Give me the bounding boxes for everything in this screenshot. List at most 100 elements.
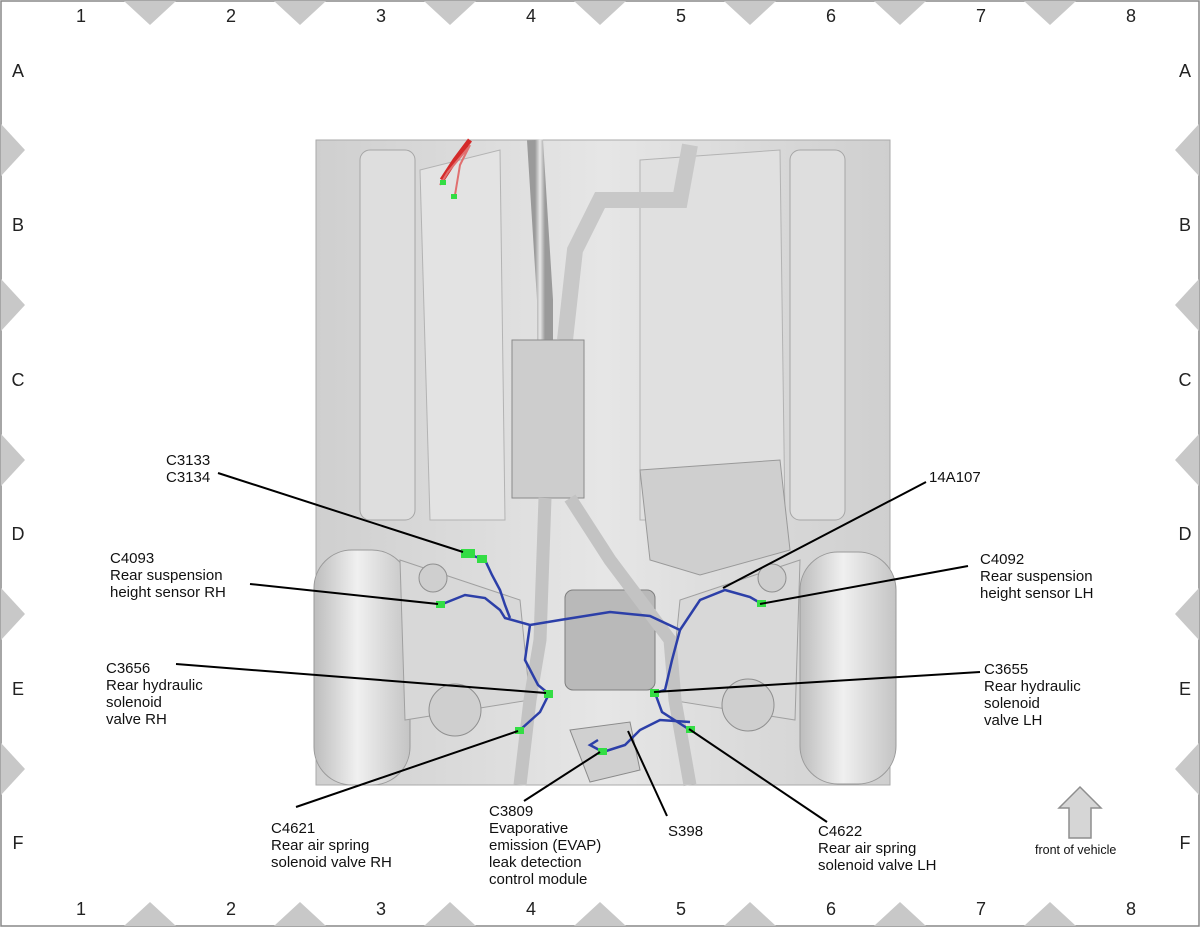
spring-seat-rh xyxy=(428,683,482,737)
tire-rh xyxy=(313,549,411,786)
callout-c4093: C4093 Rear suspension height sensor RH xyxy=(110,550,226,601)
grid-row-e-left: E xyxy=(11,679,24,699)
grid-col-2-top: 2 xyxy=(225,6,236,26)
grid-marker-top-6 xyxy=(874,1,926,25)
leader-c4093 xyxy=(249,583,439,605)
callout-14a107: 14A107 xyxy=(929,469,981,486)
fuel-tank xyxy=(639,459,791,576)
grid-marker-bottom-2 xyxy=(274,902,326,926)
leader-lines xyxy=(175,472,981,823)
harness-branch-rh xyxy=(519,624,551,731)
grid-marker-left-2 xyxy=(1,279,25,331)
callout-c4622: C4622 Rear air spring solenoid valve LH xyxy=(818,823,937,874)
grid-marker-right-4 xyxy=(1175,588,1199,640)
grid-row-c-left: C xyxy=(11,370,25,390)
callout-c3655: C3655 Rear hydraulic solenoid valve LH xyxy=(984,661,1081,729)
leader-c3656 xyxy=(175,663,547,694)
harness-main xyxy=(439,588,763,632)
grid-col-5-top: 5 xyxy=(675,6,686,26)
grid-row-f-left: F xyxy=(12,833,24,853)
leader-14a107 xyxy=(722,481,927,589)
grid-marker-top-7 xyxy=(1024,1,1076,25)
connector-c3809 xyxy=(598,748,607,755)
leader-c4621 xyxy=(295,730,519,808)
callout-c3809: C3809 Evaporative emission (EVAP) leak d… xyxy=(489,803,602,888)
grid-marker-top-3 xyxy=(424,1,476,25)
grid-row-a-right: A xyxy=(1178,61,1191,81)
grid-col-8-bottom: 8 xyxy=(1125,899,1136,919)
grid-marker-top-2 xyxy=(274,1,326,25)
grid-col-4-bottom: 4 xyxy=(525,899,536,919)
grid-col-1-bottom: 1 xyxy=(75,899,86,919)
grid-col-7-top: 7 xyxy=(975,6,986,26)
connector-marker-red-2 xyxy=(451,194,457,199)
connector-c4621 xyxy=(515,727,524,734)
leader-c4622 xyxy=(688,728,828,823)
grid-marker-bottom-6 xyxy=(874,902,926,926)
leader-c3809 xyxy=(523,751,601,802)
grid-marker-bottom-7 xyxy=(1024,902,1076,926)
floor-panel-rh xyxy=(419,149,506,521)
tailpipe-lh xyxy=(564,494,697,787)
grid-marker-bottom-4 xyxy=(574,902,626,926)
grid-col-1-top: 1 xyxy=(75,6,86,26)
grid-marker-left-1 xyxy=(1,124,25,176)
grid-marker-right-2 xyxy=(1175,279,1199,331)
rail-lh xyxy=(789,149,846,521)
grid-marker-left-3 xyxy=(1,434,25,486)
grid-row-c-right: C xyxy=(1178,370,1192,390)
front-arrow-icon xyxy=(1057,785,1103,839)
spring-seat-lh xyxy=(721,678,775,732)
grid-row-b-left: B xyxy=(11,215,24,235)
tailpipe-rh xyxy=(513,497,552,786)
knuckle-lh xyxy=(757,563,787,593)
grid-marker-top-1 xyxy=(124,1,176,25)
connector-marker-red xyxy=(440,180,446,185)
knuckle-rh xyxy=(418,563,448,593)
callout-c3133-c3134: C3133 C3134 xyxy=(166,452,211,486)
callout-c4092: C4092 Rear suspension height sensor LH xyxy=(980,551,1094,602)
grid-marker-bottom-5 xyxy=(724,902,776,926)
grid-col-3-bottom: 3 xyxy=(375,899,386,919)
leader-c4092 xyxy=(759,565,969,605)
grid-marker-top-4 xyxy=(574,1,626,25)
grid-col-8-top: 8 xyxy=(1125,6,1136,26)
grid-col-6-bottom: 6 xyxy=(825,899,836,919)
grid-marker-left-5 xyxy=(1,743,25,795)
harness-branch-evap xyxy=(587,718,691,754)
connector-c4093 xyxy=(436,601,445,608)
callout-c4621: C4621 Rear air spring solenoid valve RH xyxy=(271,820,392,871)
muffler-center xyxy=(511,339,585,499)
callout-s398: S398 xyxy=(668,823,704,840)
connector-c3133 xyxy=(461,549,475,558)
grid-row-d-right: D xyxy=(1178,524,1192,544)
grid-marker-right-1 xyxy=(1175,124,1199,176)
grid-col-4-top: 4 xyxy=(525,6,536,26)
grid-marker-bottom-3 xyxy=(424,902,476,926)
grid-col-6-top: 6 xyxy=(825,6,836,26)
grid-row-b-right: B xyxy=(1178,215,1191,235)
grid-col-2-bottom: 2 xyxy=(225,899,236,919)
grid-row-e-right: E xyxy=(1178,679,1191,699)
grid-col-3-top: 3 xyxy=(375,6,386,26)
grid-marker-left-4 xyxy=(1,588,25,640)
leader-s398 xyxy=(627,730,668,817)
tire-lh xyxy=(799,551,897,785)
grid-col-7-bottom: 7 xyxy=(975,899,986,919)
vehicle-underbody-illustration xyxy=(313,138,897,787)
grid-col-5-bottom: 5 xyxy=(675,899,686,919)
front-of-vehicle-label: front of vehicle xyxy=(1035,843,1117,857)
rail-rh xyxy=(359,149,416,521)
grid-row-f-right: F xyxy=(1179,833,1191,853)
grid-marker-top-5 xyxy=(724,1,776,25)
exhaust-pipe-branch xyxy=(557,143,698,341)
grid-row-d-left: D xyxy=(11,524,25,544)
exhaust-pipe-main xyxy=(527,139,553,340)
leader-c3133 xyxy=(217,472,464,553)
grid-row-a-left: A xyxy=(11,61,24,81)
callout-c3656: C3656 Rear hydraulic solenoid valve RH xyxy=(106,660,203,728)
grid-marker-bottom-1 xyxy=(124,902,176,926)
